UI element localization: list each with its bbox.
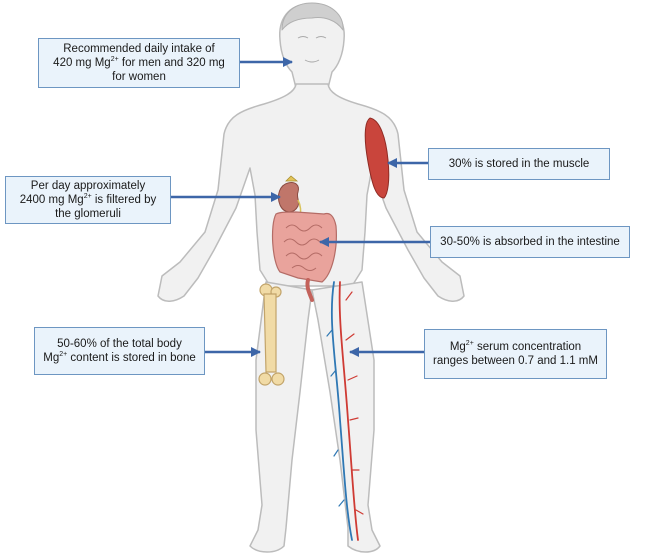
callout-kidney-line2: 2400 mg Mg2+ is filtered by [20, 193, 156, 207]
callout-muscle-storage: 30% is stored in the muscle [428, 148, 610, 180]
callout-serum-concentration: Mg2+ serum concentration ranges between … [424, 329, 607, 379]
callout-kidney-line2-post: is filtered by [91, 194, 157, 206]
callout-bone-line2-post: content is stored in bone [67, 352, 196, 364]
intestine-icon [271, 211, 337, 302]
callout-bone-line1: 50-60% of the total body [57, 338, 182, 350]
callout-intestine-line1: 30-50% is absorbed in the intestine [440, 236, 620, 248]
callout-arrows [171, 57, 430, 357]
callout-daily-intake: Recommended daily intake of 420 mg Mg2+ … [38, 38, 240, 88]
callout-muscle-line1: 30% is stored in the muscle [448, 158, 590, 170]
callout-daily-intake-line1: Recommended daily intake of [63, 43, 215, 55]
leg-blood-vessels-icon [326, 281, 364, 541]
callout-daily-intake-line3: for women [112, 71, 166, 83]
kidney-icon [277, 175, 302, 219]
callout-kidney-superscript: 2+ [83, 193, 92, 200]
callout-intestine-absorption: 30-50% is absorbed in the intestine [430, 226, 630, 258]
callout-serum-line1: Mg2+ serum concentration [450, 340, 581, 354]
callout-bone-superscript: 2+ [59, 351, 68, 358]
callout-daily-intake-line2-pre: 420 mg Mg [53, 57, 111, 69]
callout-kidney-filtration: Per day approximately 2400 mg Mg2+ is fi… [5, 176, 171, 224]
callout-daily-intake-superscript: 2+ [110, 56, 119, 63]
callout-daily-intake-line2: 420 mg Mg2+ for men and 320 mg [53, 56, 225, 70]
callout-serum-line1-post: serum concentration [473, 341, 582, 353]
callout-kidney-line1: Per day approximately [30, 180, 146, 192]
callout-serum-superscript: 2+ [465, 340, 474, 347]
callout-bone-line2: Mg2+ content is stored in bone [43, 351, 195, 365]
arm-muscle-icon [364, 117, 390, 199]
callout-kidney-line3: the glomeruli [55, 208, 121, 220]
callout-serum-line2: ranges between 0.7 and 1.1 mM [433, 355, 598, 367]
callout-kidney-line2-pre: 2400 mg Mg [19, 194, 84, 206]
callout-bone-storage: 50-60% of the total body Mg2+ content is… [34, 327, 205, 375]
callout-daily-intake-line2-post: for men and 320 mg [118, 57, 225, 69]
callout-serum-line1-pre: Mg [449, 341, 466, 353]
femur-bone-icon [258, 283, 285, 386]
callout-bone-line2-pre: Mg [43, 352, 60, 364]
